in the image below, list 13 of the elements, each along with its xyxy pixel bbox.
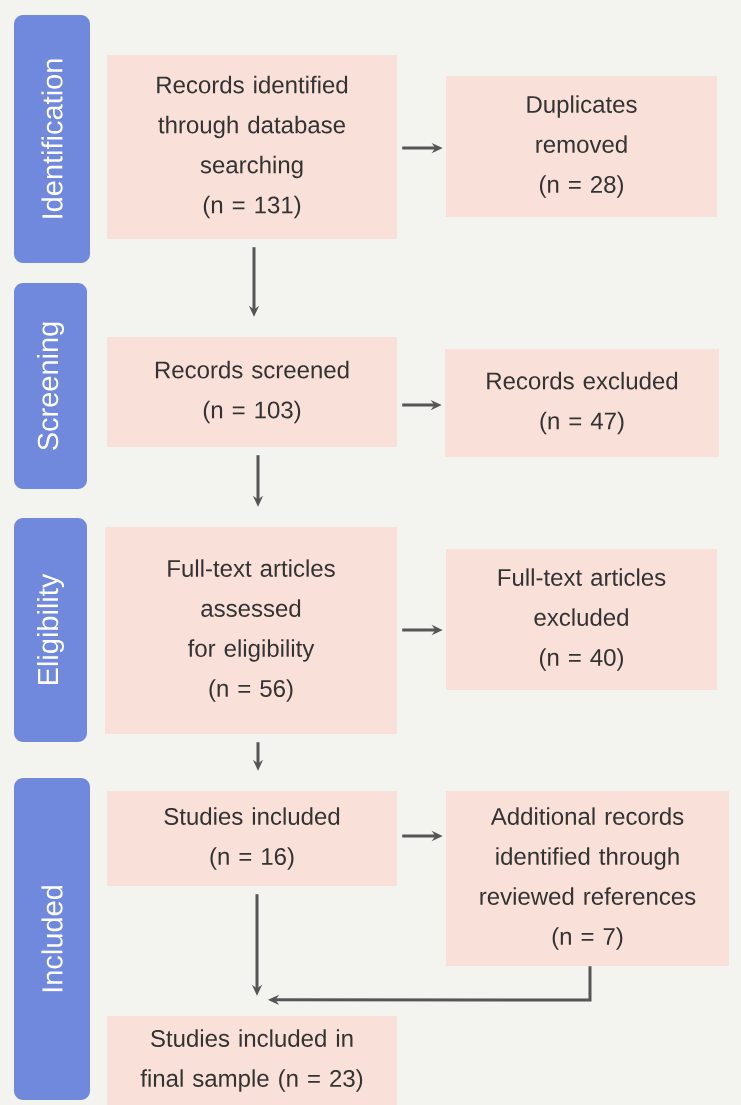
process-box: Studies included (n = 16)	[107, 791, 397, 886]
process-box: Records screened (n = 103)	[107, 337, 397, 447]
process-box: Records identified through database searching (n = 131)	[107, 55, 397, 239]
process-box: Full-text articles assessed for eligibility (n = 56)	[105, 527, 397, 734]
process-box: Duplicates removed (n = 28)	[446, 76, 717, 217]
process-box: Studies included in final sample (n = 23)	[107, 1016, 397, 1105]
stage-band: Eligibility	[14, 518, 87, 742]
stage-band: Identification	[14, 15, 90, 263]
process-box: Additional records identified through reviewed references (n = 7)	[446, 791, 729, 966]
stage-band: Included	[14, 778, 90, 1100]
process-box: Full-text articles excluded (n = 40)	[446, 549, 717, 690]
process-box: Records excluded (n = 47)	[445, 349, 719, 457]
stage-band: Screening	[14, 283, 87, 489]
